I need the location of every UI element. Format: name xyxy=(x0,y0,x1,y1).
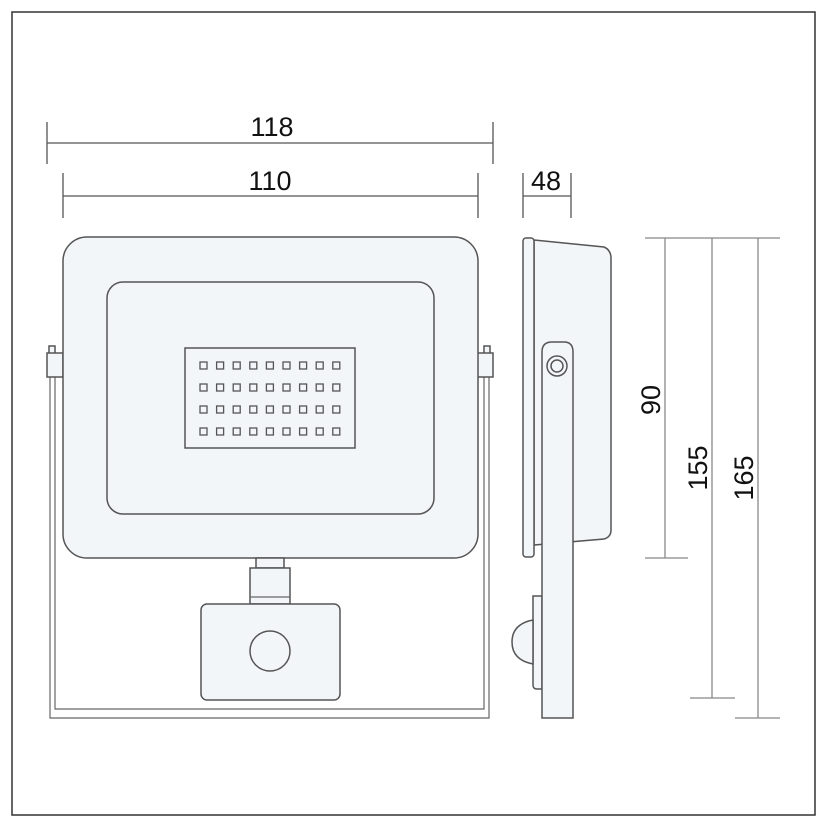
led-array xyxy=(199,361,341,436)
led-chip xyxy=(315,427,324,436)
led-chip xyxy=(215,383,225,392)
led-chip xyxy=(215,405,225,414)
dim-housing-width: 110 xyxy=(248,166,291,196)
led-chip xyxy=(298,427,308,436)
led-chip xyxy=(232,405,241,414)
led-chip xyxy=(315,383,324,392)
side-view xyxy=(511,237,612,719)
dimension-lines xyxy=(46,122,572,218)
led-chip xyxy=(199,405,208,414)
led-chip xyxy=(265,361,275,370)
led-chip xyxy=(282,383,291,392)
led-chip xyxy=(265,427,275,436)
led-chip xyxy=(249,427,258,436)
led-chip xyxy=(265,405,275,414)
led-chip xyxy=(249,405,258,414)
led-chip xyxy=(332,383,341,392)
led-chip xyxy=(332,405,341,414)
vertical-dimension-lines xyxy=(645,237,780,719)
pivot-bolt-inner xyxy=(550,359,564,373)
led-chip xyxy=(232,361,241,370)
led-chip xyxy=(332,361,341,370)
side-sensor-dome xyxy=(511,619,534,665)
pir-sensor-lens xyxy=(249,630,291,672)
led-board xyxy=(184,347,356,449)
led-chip xyxy=(315,405,324,414)
led-chip xyxy=(215,361,225,370)
bracket-tab-left xyxy=(46,352,64,378)
side-sensor-body xyxy=(532,595,543,690)
dim-overall-height: 165 xyxy=(729,455,759,500)
dim-depth: 48 xyxy=(531,166,561,196)
led-chip xyxy=(265,383,275,392)
led-chip xyxy=(199,383,208,392)
led-chip xyxy=(282,361,291,370)
led-chip xyxy=(298,405,308,414)
led-chip xyxy=(199,427,208,436)
sensor-neck xyxy=(255,557,285,569)
led-chip xyxy=(199,361,208,370)
led-chip xyxy=(249,361,258,370)
dim-overall-width: 118 xyxy=(250,112,293,142)
led-chip xyxy=(249,383,258,392)
dim-height-to-bracket: 155 xyxy=(683,445,713,490)
led-chip xyxy=(298,383,308,392)
front-view xyxy=(46,236,494,719)
led-chip xyxy=(215,427,225,436)
sensor-mount xyxy=(249,567,291,605)
side-bracket-arm xyxy=(541,341,574,719)
led-chip xyxy=(232,427,241,436)
led-chip xyxy=(232,383,241,392)
led-chip xyxy=(315,361,324,370)
led-chip xyxy=(298,361,308,370)
dim-housing-height: 90 xyxy=(636,385,666,415)
led-chip xyxy=(332,427,341,436)
led-chip xyxy=(282,427,291,436)
led-chip xyxy=(282,405,291,414)
mounting-bracket xyxy=(49,377,490,719)
side-front-plate xyxy=(522,237,535,558)
bracket-tab-right xyxy=(476,352,494,378)
